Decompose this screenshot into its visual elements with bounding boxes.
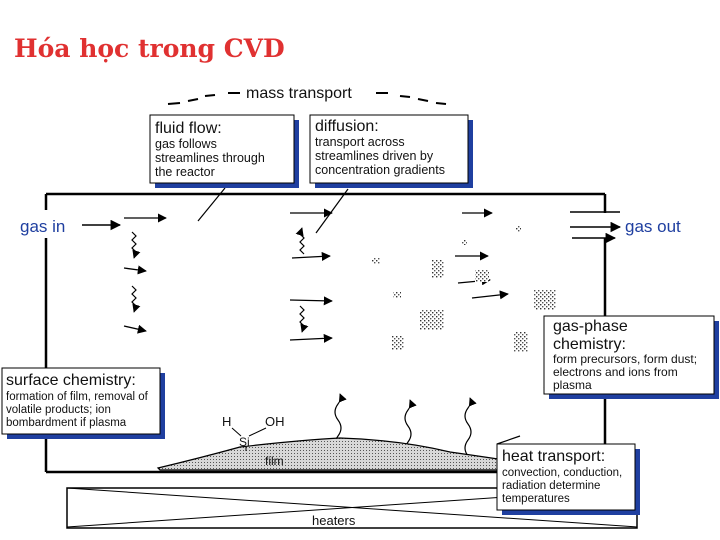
pointer-lines bbox=[197, 187, 561, 445]
fluid-flow-box: fluid flow: gas follows streamlines thro… bbox=[149, 114, 299, 188]
heat-transport-line: convection, conduction, bbox=[502, 467, 622, 479]
page-title: Hóa học trong CVD bbox=[14, 34, 285, 63]
gas-phase-line: form precursors, form dust; bbox=[553, 352, 697, 366]
gas-phase-line: electrons and ions from bbox=[553, 365, 678, 379]
diffusion-line: streamlines driven by bbox=[315, 149, 434, 163]
arrow-down-zigzag-icon bbox=[299, 305, 309, 333]
dust-particle-icon bbox=[393, 292, 401, 298]
gas-phase-title: gas-phase bbox=[553, 318, 628, 335]
surface-chemistry-line: formation of film, removal of bbox=[6, 391, 149, 403]
heaters-label: heaters bbox=[312, 513, 356, 528]
mass-transport-label: mass transport bbox=[246, 85, 352, 102]
dust-particle-icon bbox=[475, 270, 489, 282]
film-label: film bbox=[265, 454, 284, 468]
dust-particle-icon bbox=[392, 336, 404, 350]
diffusion-arrows bbox=[131, 227, 309, 333]
arrow-right-icon bbox=[471, 290, 509, 300]
dust-particle-icon bbox=[432, 260, 444, 278]
heat-transport-line: radiation determine bbox=[502, 480, 600, 492]
heat-transport-title: heat transport: bbox=[502, 448, 605, 465]
surface-molecule: H OH Si bbox=[222, 414, 285, 451]
heat-transport-box: heat transport: convection, conduction, … bbox=[496, 443, 640, 515]
arrow-right-icon bbox=[291, 251, 331, 261]
fluid-flow-line: gas follows bbox=[155, 137, 217, 151]
h-label: H bbox=[222, 414, 231, 429]
surface-chemistry-line: bombardment if plasma bbox=[6, 417, 127, 429]
gas-phase-title: chemistry: bbox=[553, 336, 626, 353]
diffusion-title: diffusion: bbox=[315, 118, 379, 135]
arrow-up-zigzag-icon bbox=[295, 227, 305, 255]
arrow-right-icon bbox=[289, 296, 333, 306]
gas-out-label: gas out bbox=[625, 217, 681, 236]
diffusion-line: transport across bbox=[315, 135, 405, 149]
mass-transport-bracket bbox=[167, 92, 447, 105]
si-label: Si bbox=[239, 435, 250, 449]
surface-chemistry-title: surface chemistry: bbox=[6, 372, 136, 389]
surface-chemistry-box: surface chemistry: formation of film, re… bbox=[1, 367, 165, 439]
arrow-right-icon bbox=[289, 333, 333, 343]
dust-particle-icon bbox=[462, 240, 467, 245]
dust-particle-icon bbox=[516, 226, 521, 232]
gas-in-label: gas in bbox=[20, 217, 65, 236]
arrow-right-icon bbox=[123, 324, 147, 334]
arrow-down-zigzag-icon bbox=[131, 285, 141, 313]
diffusion-line: concentration gradients bbox=[315, 163, 445, 177]
heat-transport-line: temperatures bbox=[502, 493, 570, 505]
gas-phase-box: gas-phase chemistry: form precursors, fo… bbox=[543, 315, 719, 399]
arrow-down-zigzag-icon bbox=[131, 231, 141, 259]
dust-particle-icon bbox=[372, 258, 380, 264]
gas-phase-line: plasma bbox=[553, 378, 592, 392]
flow-arrows bbox=[123, 208, 509, 343]
fluid-flow-title: fluid flow: bbox=[155, 120, 222, 137]
dust-particle-icon bbox=[420, 310, 444, 330]
fluid-flow-line: streamlines through bbox=[155, 151, 265, 165]
gas-phase-particles bbox=[372, 226, 556, 352]
dust-particle-icon bbox=[514, 332, 528, 352]
fluid-flow-line: the reactor bbox=[155, 165, 215, 179]
arrow-right-icon bbox=[123, 265, 147, 275]
surface-chemistry-line: volatile products; ion bbox=[6, 404, 111, 416]
wavy-up-arrow-icon bbox=[464, 397, 477, 457]
oh-label: OH bbox=[265, 414, 285, 429]
dust-particle-icon bbox=[534, 290, 556, 310]
diffusion-box: diffusion: transport across streamlines … bbox=[309, 114, 473, 188]
